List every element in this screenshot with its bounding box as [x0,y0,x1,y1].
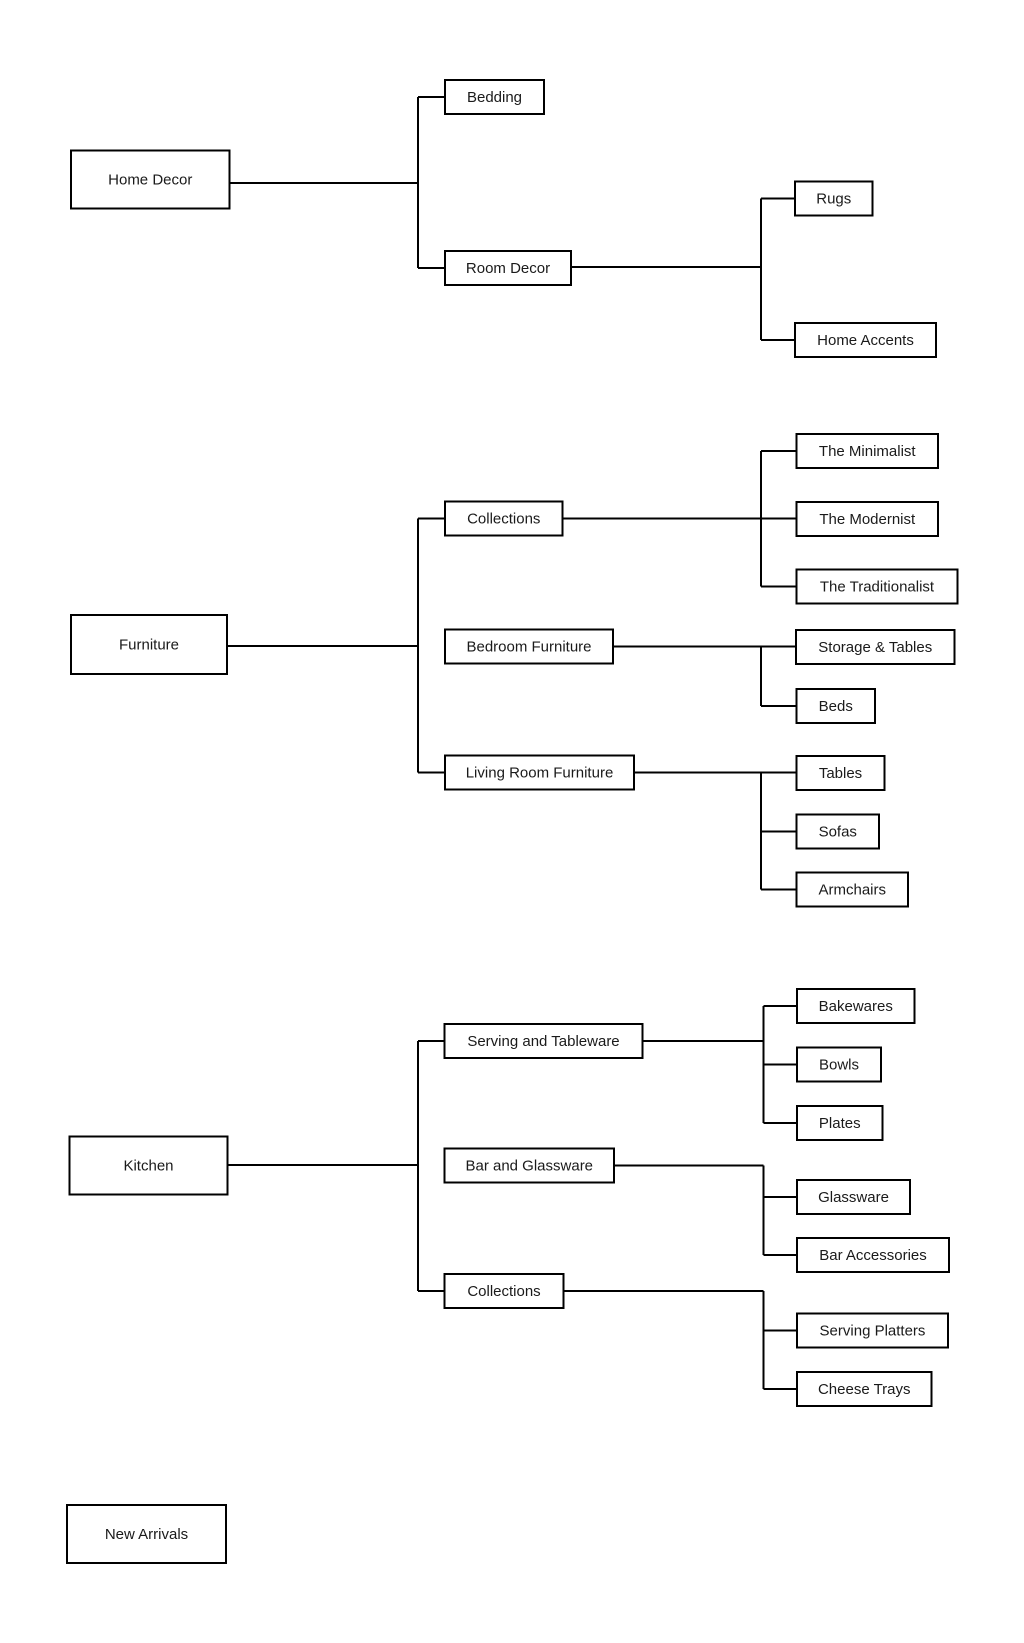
svg-text:Tables: Tables [819,765,862,782]
svg-text:Furniture: Furniture [119,637,179,654]
svg-text:Bowls: Bowls [819,1057,859,1074]
svg-text:Serving and Tableware: Serving and Tableware [467,1033,619,1050]
svg-text:Room Decor: Room Decor [466,260,550,277]
svg-text:Home Decor: Home Decor [108,172,192,189]
svg-text:Collections: Collections [467,511,540,528]
svg-text:Kitchen: Kitchen [123,1158,173,1175]
svg-text:The Modernist: The Modernist [819,511,916,528]
svg-text:New Arrivals: New Arrivals [105,1526,188,1543]
svg-text:Beds: Beds [819,698,853,715]
svg-text:Serving Platters: Serving Platters [820,1323,926,1340]
svg-text:Plates: Plates [819,1115,861,1132]
svg-text:Glassware: Glassware [818,1189,889,1206]
svg-text:Bedding: Bedding [467,89,522,106]
svg-text:Storage & Tables: Storage & Tables [818,639,932,656]
svg-text:Collections: Collections [467,1283,540,1300]
svg-text:Bedroom Furniture: Bedroom Furniture [466,639,591,656]
svg-text:Bar and Glassware: Bar and Glassware [465,1158,593,1175]
svg-text:Home Accents: Home Accents [817,332,914,349]
svg-text:The Traditionalist: The Traditionalist [820,579,935,596]
svg-text:Living Room Furniture: Living Room Furniture [466,765,614,782]
svg-text:The Minimalist: The Minimalist [819,443,917,460]
svg-text:Cheese Trays: Cheese Trays [818,1381,911,1398]
svg-text:Rugs: Rugs [816,191,851,208]
svg-text:Bar Accessories: Bar Accessories [819,1247,927,1264]
svg-text:Armchairs: Armchairs [818,882,886,899]
svg-text:Sofas: Sofas [819,824,857,841]
svg-text:Bakewares: Bakewares [819,998,893,1015]
